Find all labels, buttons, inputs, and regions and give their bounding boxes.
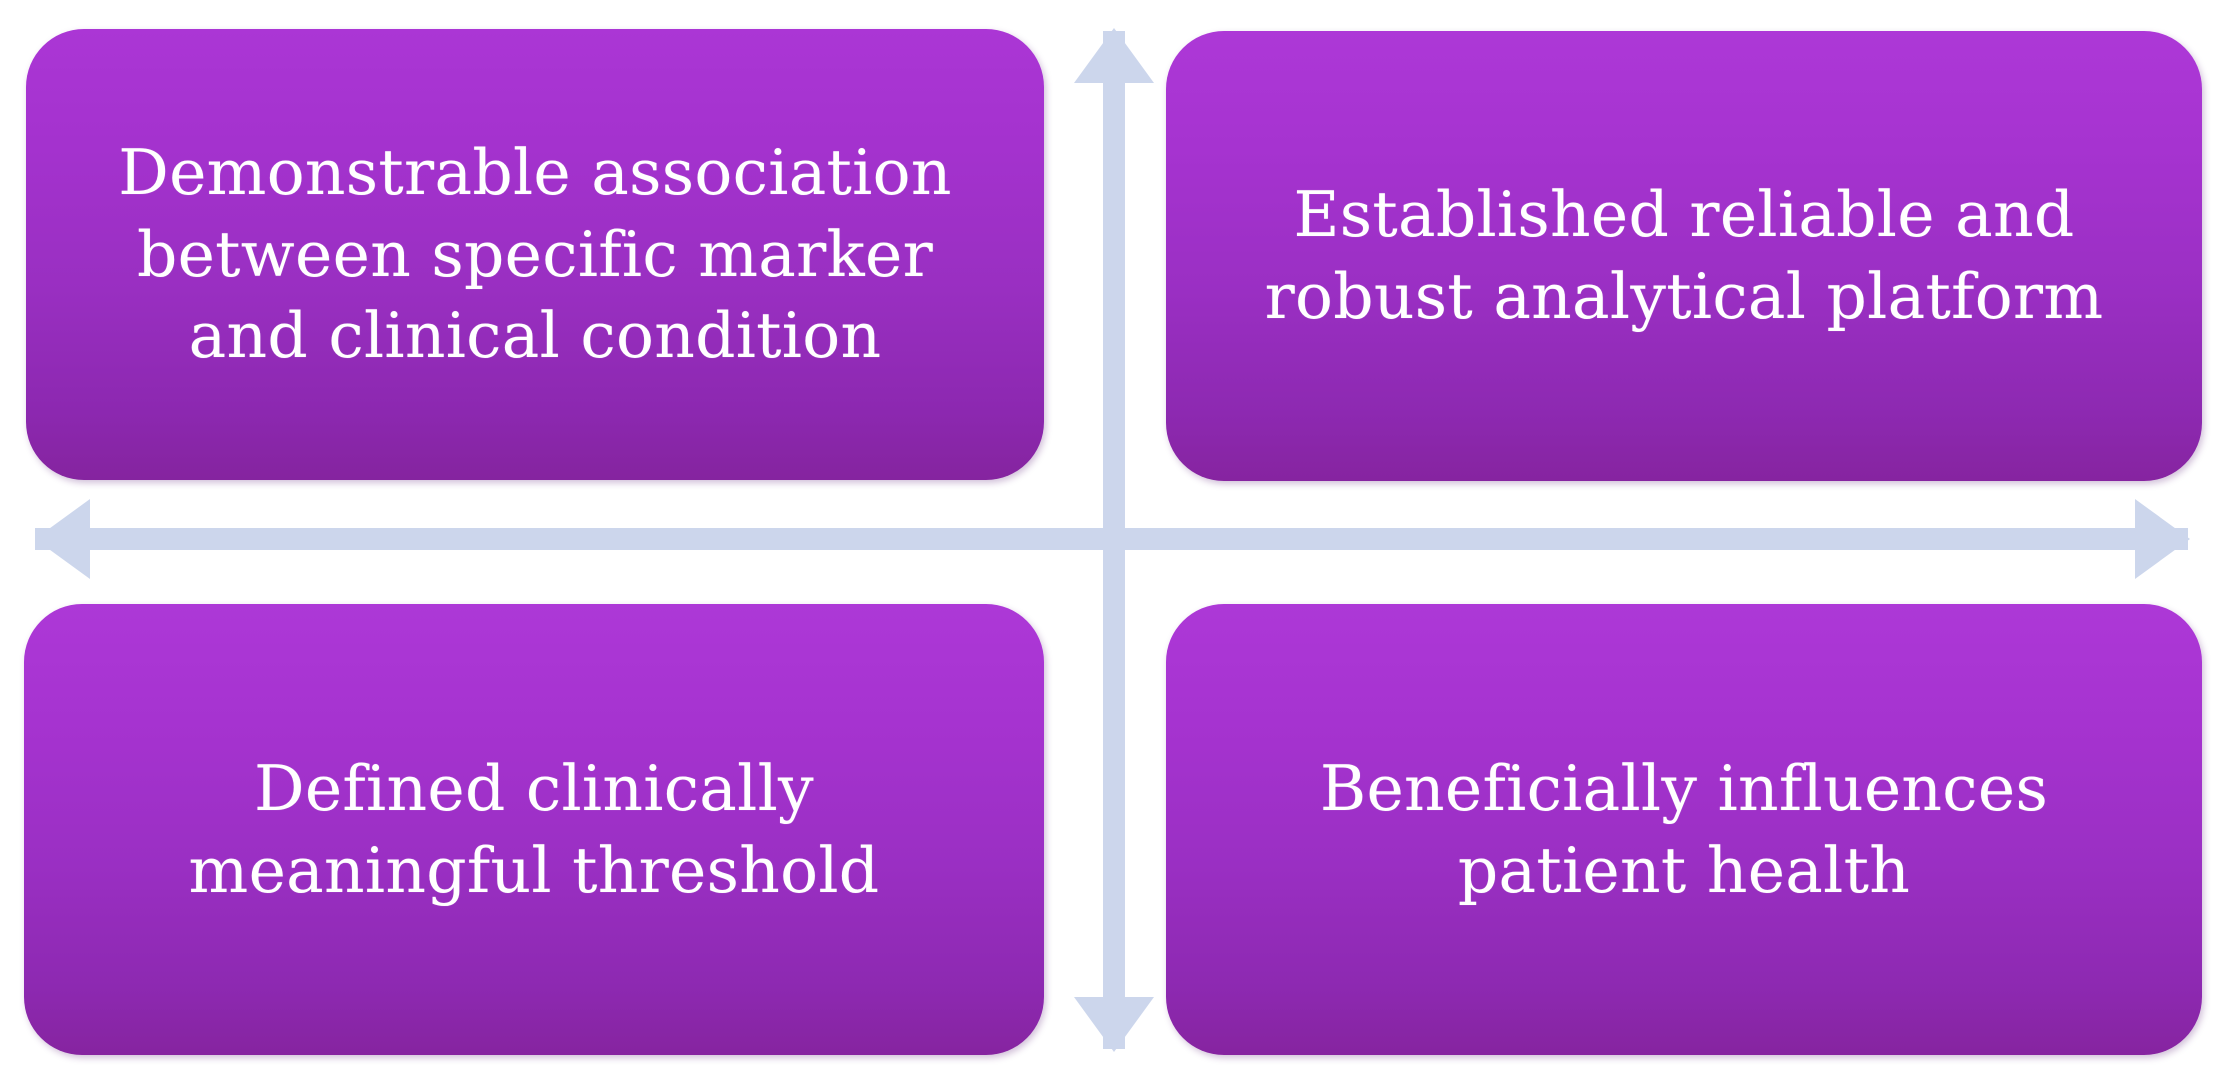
vertical-axis-shaft [1103,31,1125,1049]
axis-arrow-left-icon [35,499,90,579]
quadrant-box-threshold[interactable]: Defined clinically meaningful threshold [24,604,1044,1055]
quadrant-label-platform: Established reliable and robust analytic… [1264,178,2104,333]
quadrant-box-association[interactable]: Demonstrable association between specifi… [26,29,1044,480]
horizontal-axis-shaft [35,528,2188,550]
quadrant-box-health[interactable]: Beneficially influences patient health [1166,604,2202,1055]
quadrant-box-platform[interactable]: Established reliable and robust analytic… [1166,31,2202,481]
vertical-axis-arrow [1074,28,1154,1052]
quadrant-label-association: Demonstrable association between specifi… [118,135,952,373]
axis-arrow-right-icon [2135,499,2190,579]
quadrant-label-threshold: Defined clinically meaningful threshold [188,751,880,907]
axis-arrow-up-icon [1074,28,1154,83]
horizontal-axis-arrow [35,499,2190,579]
quadrant-label-health: Beneficially influences patient health [1319,751,2049,907]
axis-arrow-down-icon [1074,997,1154,1052]
